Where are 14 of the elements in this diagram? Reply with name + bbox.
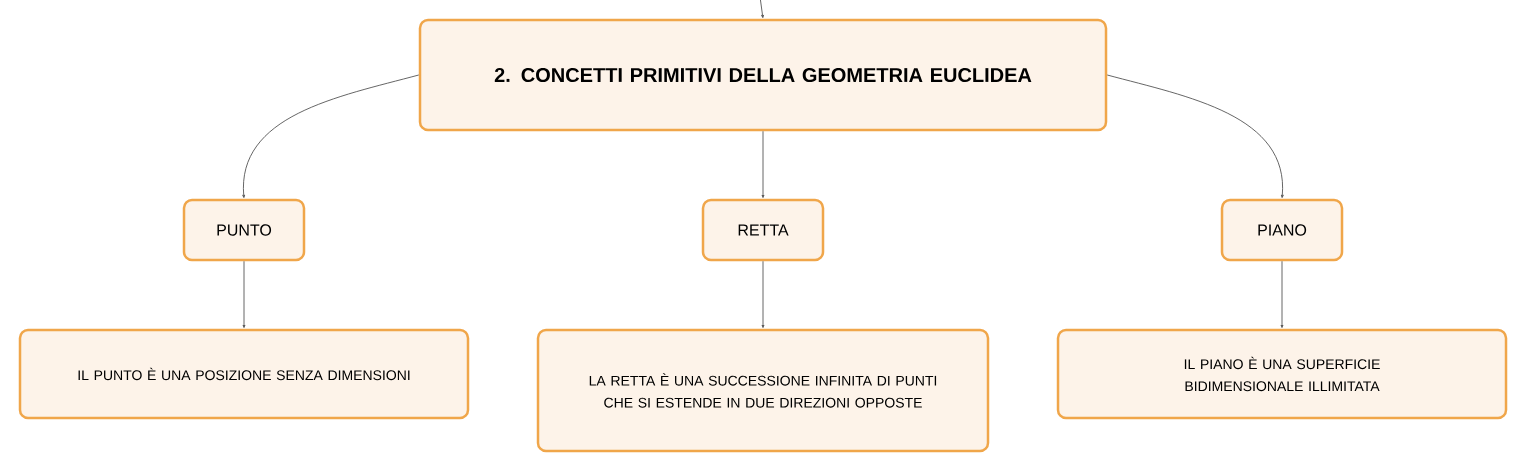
topic-box: 2. CONCETTI PRIMITIVI DELLA GEOMETRIA EUCLIDEA bbox=[418, 18, 1108, 132]
arrow bbox=[242, 260, 246, 329]
description-box: LA RETTA È UNA SUCCESSIONE INFINITA DI PUNTI CHE SI ESTENDE IN DUE DIREZIONI OPPOSTE bbox=[536, 328, 990, 453]
arrow bbox=[1280, 260, 1284, 329]
concept-box: PUNTO bbox=[182, 198, 306, 262]
arrow bbox=[242, 74, 420, 199]
arrow bbox=[761, 130, 765, 199]
arrow bbox=[1106, 74, 1284, 199]
description-box: IL PUNTO È UNA POSIZIONE SENZA DIMENSIONI bbox=[18, 328, 470, 420]
arrow bbox=[759, 0, 764, 19]
concept-box: RETTA bbox=[701, 198, 825, 262]
concept-box: PIANO bbox=[1220, 198, 1344, 262]
arrow bbox=[761, 260, 765, 329]
description-box: IL PIANO È UNA SUPERFICIE BIDIMENSIONALE ILLIMITATA bbox=[1056, 328, 1508, 420]
